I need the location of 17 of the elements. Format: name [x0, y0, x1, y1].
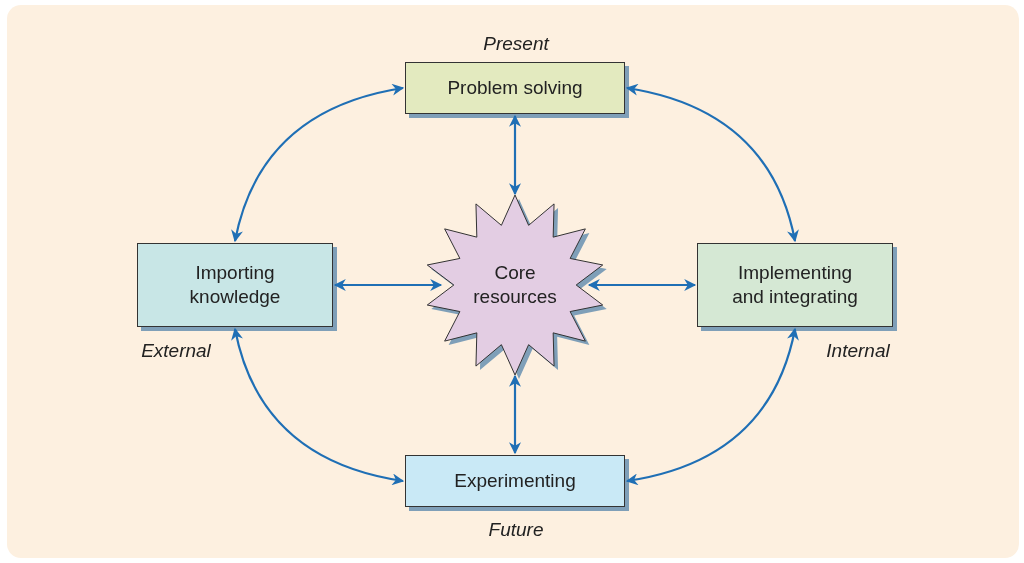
node-label: Problem solving	[446, 76, 584, 100]
double-arrow	[625, 327, 799, 485]
double-arrow	[625, 84, 799, 243]
double-arrow	[231, 84, 405, 243]
side-label: Internal	[826, 340, 890, 362]
node-label: Importing knowledge	[188, 261, 282, 309]
double-arrow	[509, 374, 521, 455]
node-label: Implementing and integrating	[731, 261, 859, 309]
double-arrow	[509, 114, 521, 196]
node-label: Experimenting	[453, 469, 577, 493]
side-label: External	[141, 340, 211, 362]
double-arrow	[587, 279, 697, 291]
side-label: Future	[488, 519, 544, 541]
side-label: Present	[483, 33, 549, 55]
double-arrow	[333, 279, 443, 291]
double-arrow	[231, 327, 405, 485]
node-label: Core resources	[472, 261, 558, 309]
